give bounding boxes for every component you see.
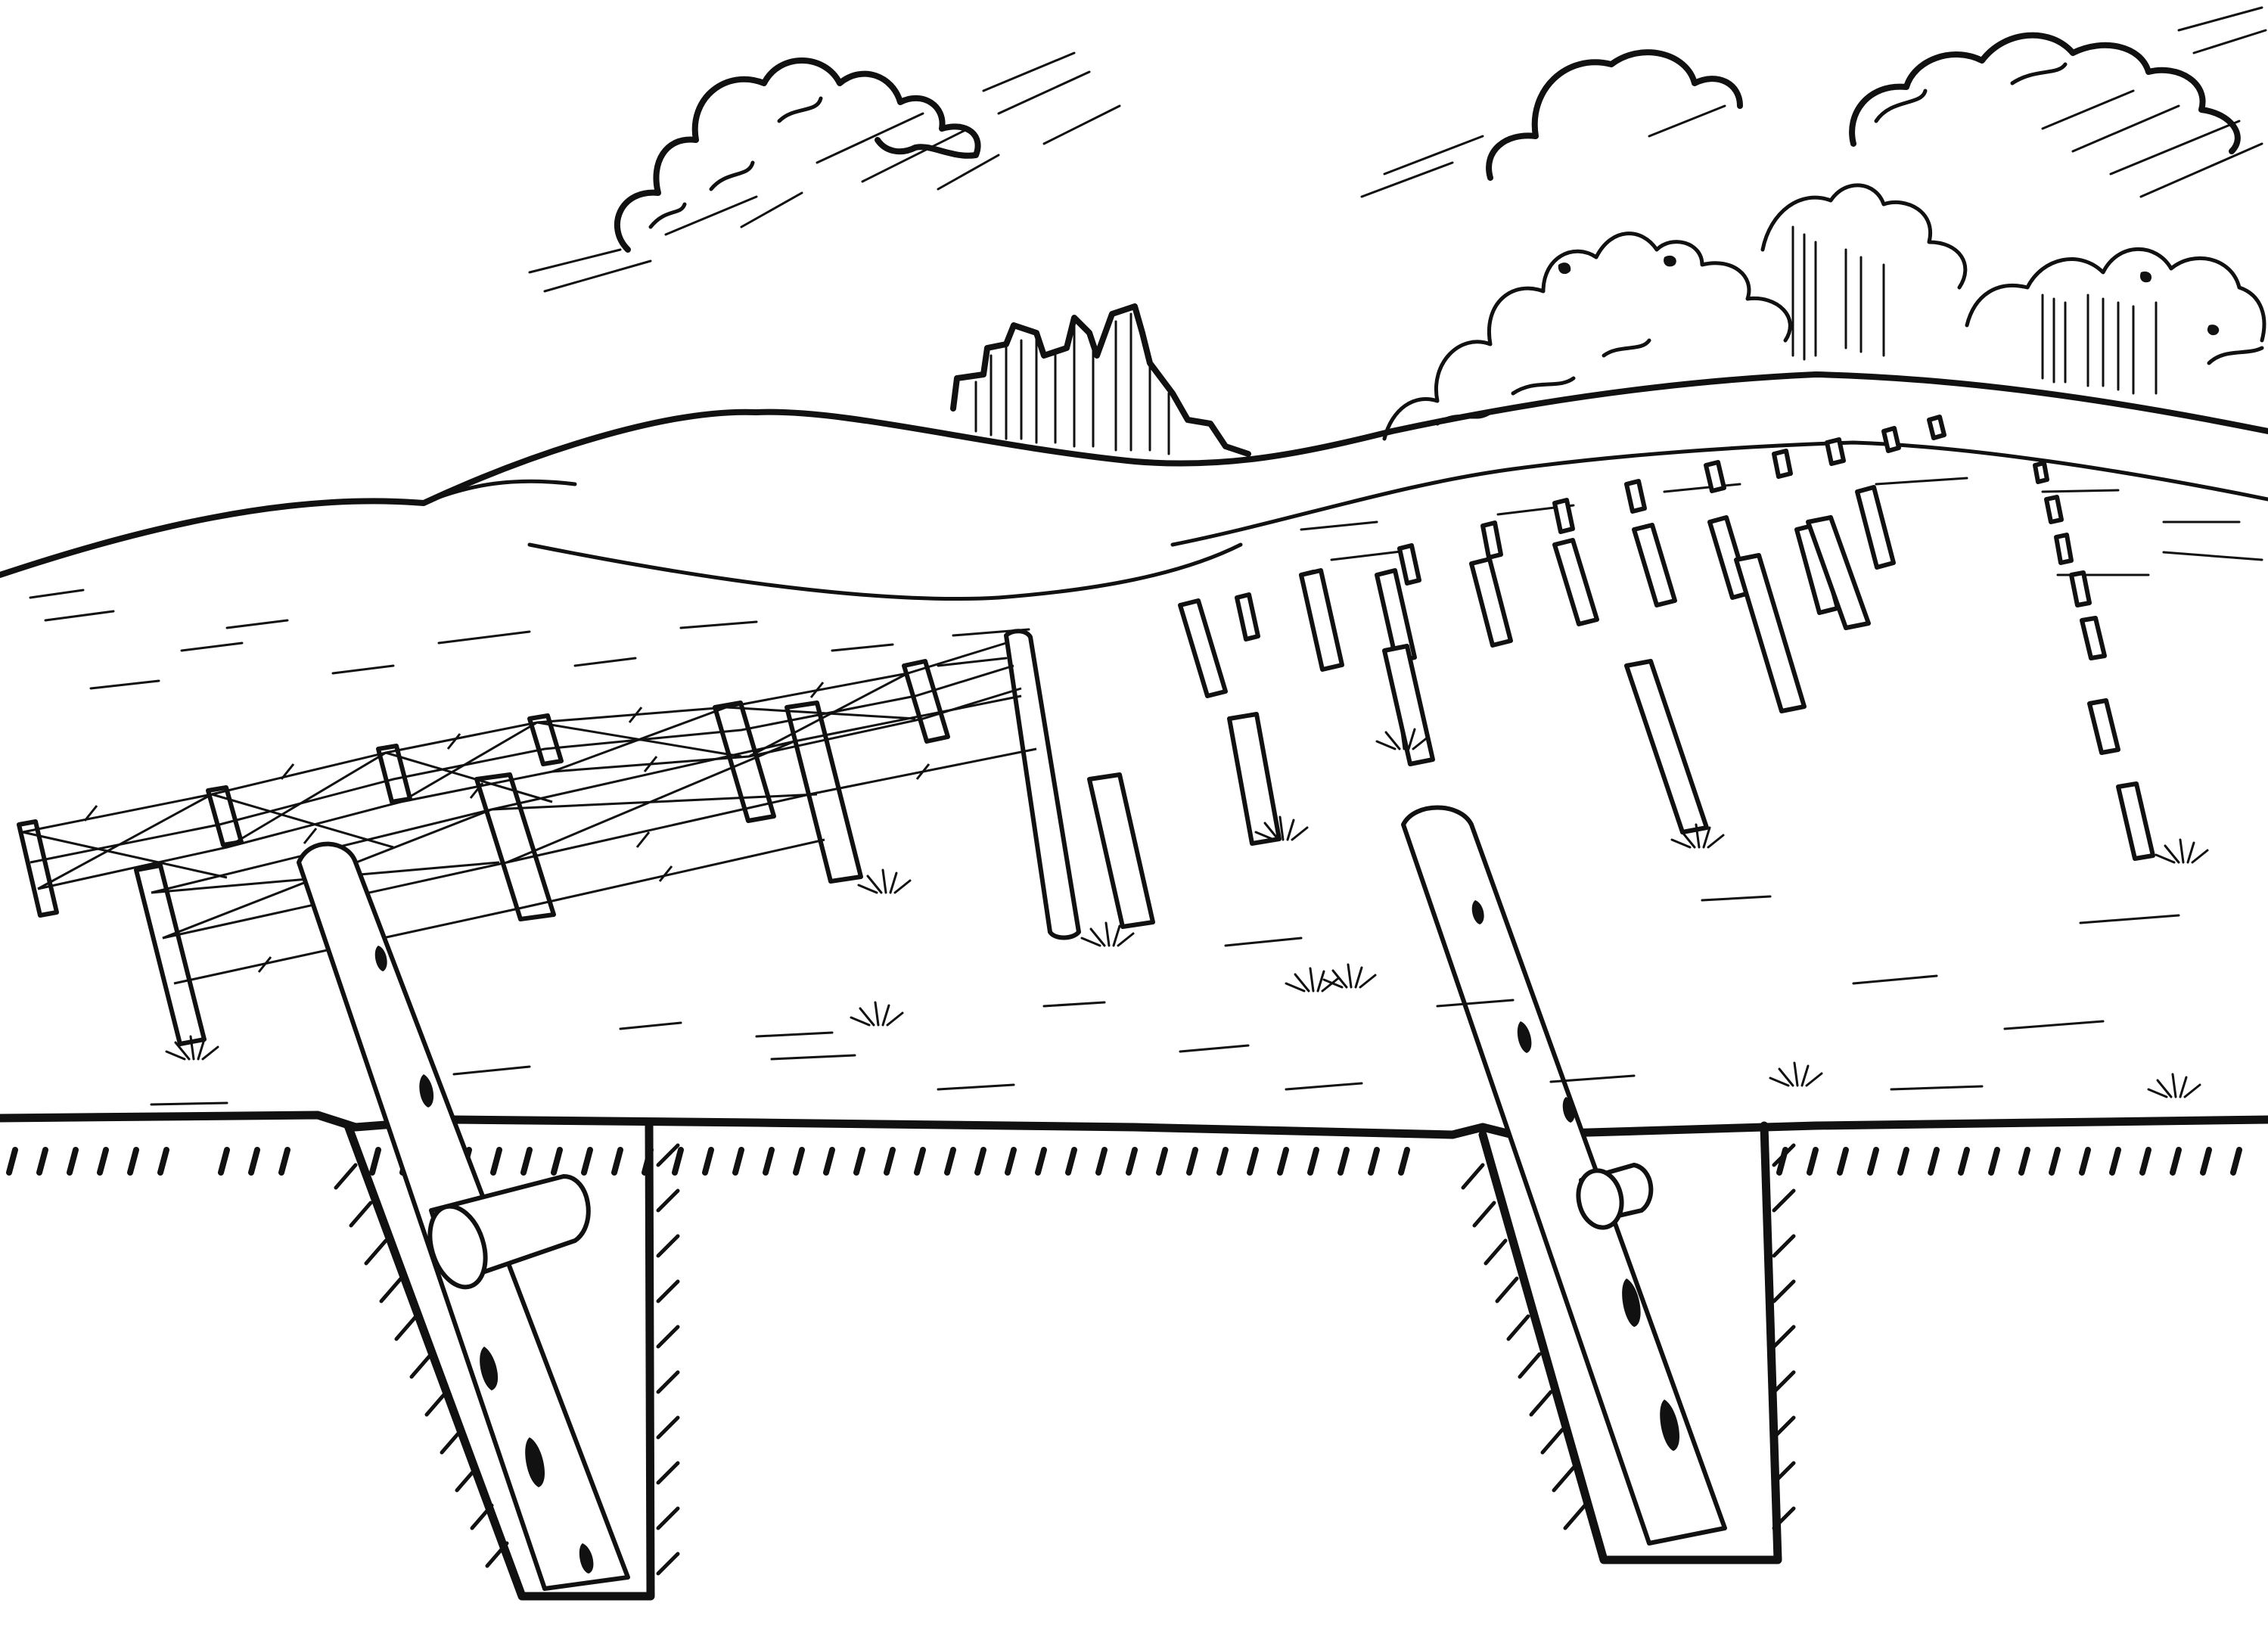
ruined-building xyxy=(950,303,1251,457)
cloud-left xyxy=(528,51,1121,293)
buried-post-left xyxy=(297,841,680,1601)
post-row-middle xyxy=(1178,485,1896,698)
buried-post-right xyxy=(1401,805,1796,1564)
ground-cross-section xyxy=(0,1111,2268,1176)
clouds xyxy=(528,6,2267,293)
hills xyxy=(0,371,2268,690)
cloud-right xyxy=(1360,6,2267,198)
post-row-right-path xyxy=(2033,461,2155,861)
grass-tufts xyxy=(150,725,2209,1106)
treeline xyxy=(1382,183,2266,441)
barbed-wire xyxy=(22,642,1037,985)
post-row-left-fence xyxy=(17,659,950,1046)
